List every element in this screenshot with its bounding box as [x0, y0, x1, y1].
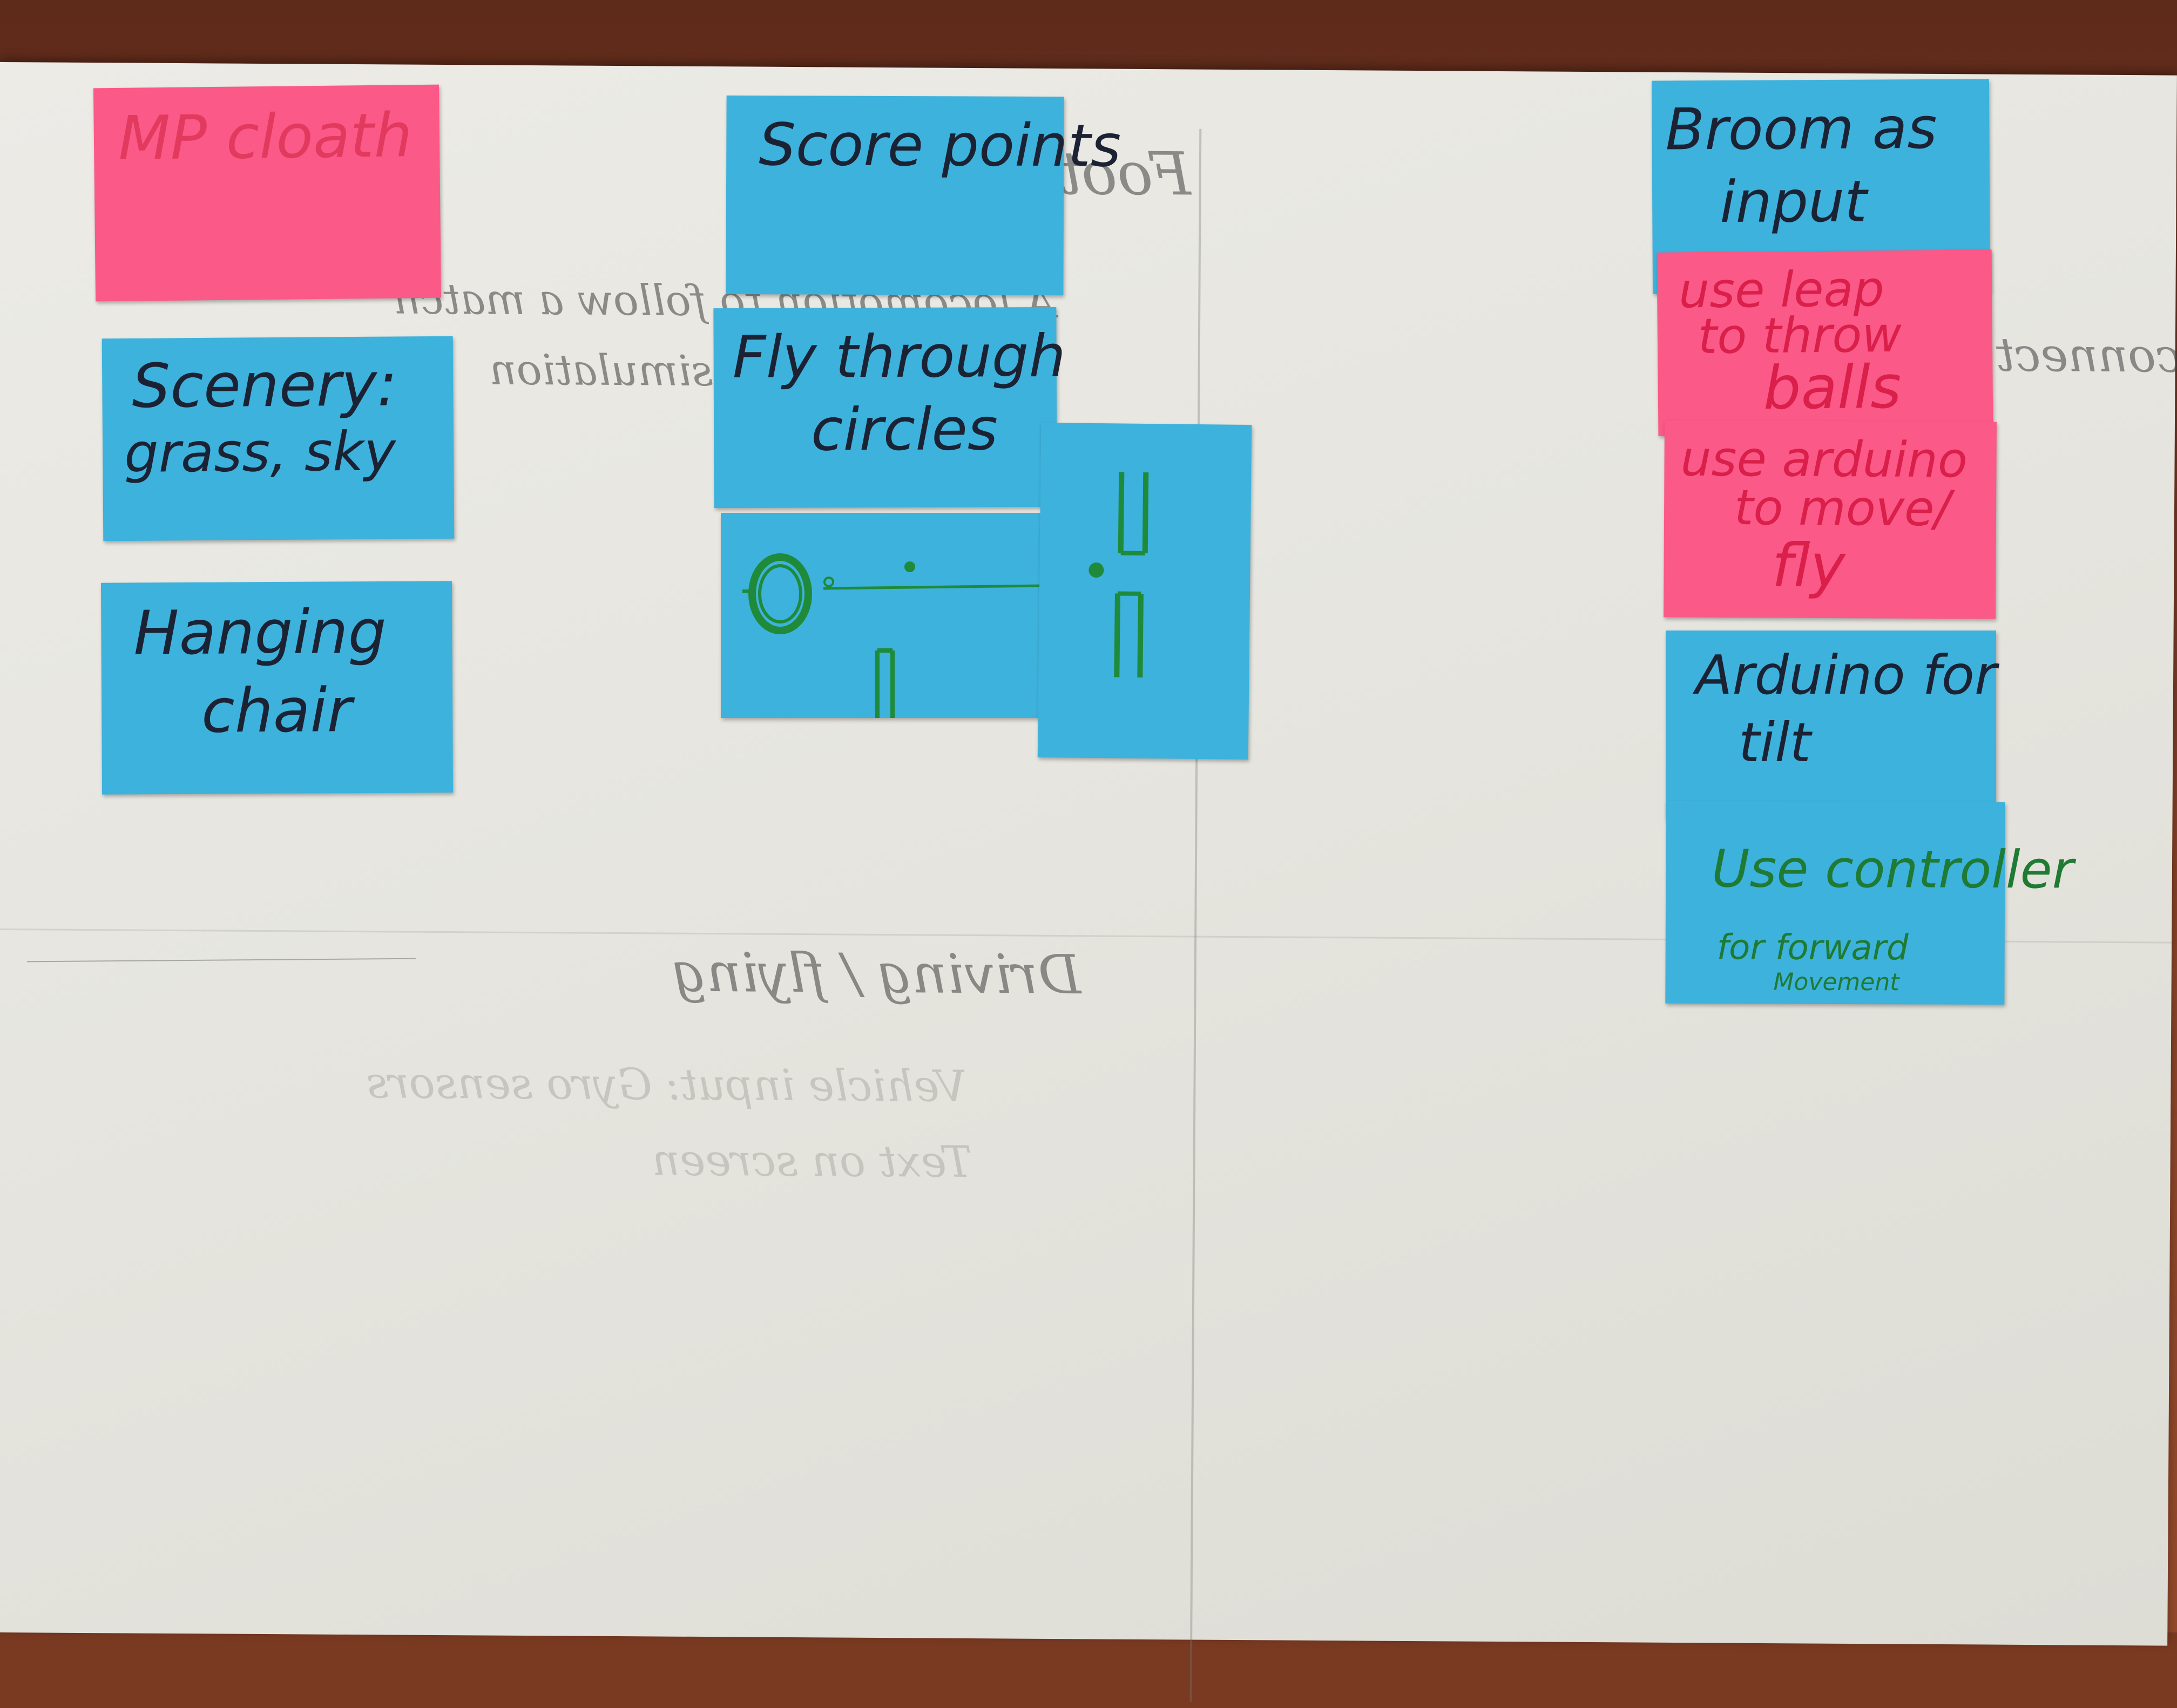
note-text-line-3: Movement: [1773, 969, 1899, 997]
note-text: MP cloath: [118, 101, 413, 173]
sticky-note-use-arduino: use arduino to move/ fly: [1664, 420, 1997, 619]
note-text-line-1: Broom as: [1665, 96, 1937, 163]
note-text-line-3: fly: [1772, 531, 1845, 600]
note-text-line-2: for forward: [1717, 928, 1909, 968]
ring-sketch-drawing: [721, 513, 1045, 718]
sticky-note-mp-cloath: MP cloath: [93, 85, 441, 302]
note-text-line-2: chair: [201, 676, 352, 746]
paper-fold-vertical: [1189, 129, 1201, 1702]
sticky-note-hanging-chair: Hanging chair: [101, 581, 453, 794]
pencil-line: [27, 958, 416, 963]
mirrored-line-2-text: simulation: [489, 346, 713, 396]
sticky-note-scenery: Scenery: grass, sky: [102, 336, 455, 541]
note-text: Score points: [759, 112, 1121, 180]
gate-sketch-drawing: [1038, 423, 1252, 760]
sticky-note-use-controller: Use controller for forward Movement: [1665, 801, 2005, 1005]
sticky-note-gate-sketch: [1038, 423, 1252, 760]
note-text-line-2: input: [1720, 169, 1867, 235]
mirrored-faint-line-2-text: Text on screen: [652, 1135, 972, 1187]
mirrored-heading-text: Driving / flying: [672, 941, 1081, 1007]
note-text-line-1: Scenery:: [132, 350, 397, 421]
note-text-line-2: circles: [811, 396, 998, 464]
note-text-line-2: grass, sky: [124, 420, 396, 484]
sticky-note-use-leap: use leap to throw balls: [1657, 249, 1993, 436]
note-text-line-1: Use controller: [1712, 839, 2073, 900]
sticky-note-ring-sketch: [721, 513, 1045, 718]
mirrored-right-text: connect: [1996, 328, 2177, 383]
sticky-note-fly-through-circles: Fly through circles: [713, 307, 1057, 508]
sticky-note-arduino-tilt: Arduino for tilt: [1666, 631, 1996, 819]
note-text-line-1: Hanging: [133, 598, 387, 668]
note-text-line-1: Arduino for: [1695, 644, 1997, 706]
note-text-line-2: tilt: [1739, 711, 1811, 774]
mirrored-faint-line-1-text: Vehicle input: Gyro sensors: [366, 1058, 966, 1111]
note-text-line-3: balls: [1763, 353, 1902, 423]
note-text-line-1: Fly through: [732, 323, 1066, 391]
note-text-line-2: to move/: [1734, 480, 1951, 537]
sticky-note-score-points: Score points: [726, 96, 1064, 295]
